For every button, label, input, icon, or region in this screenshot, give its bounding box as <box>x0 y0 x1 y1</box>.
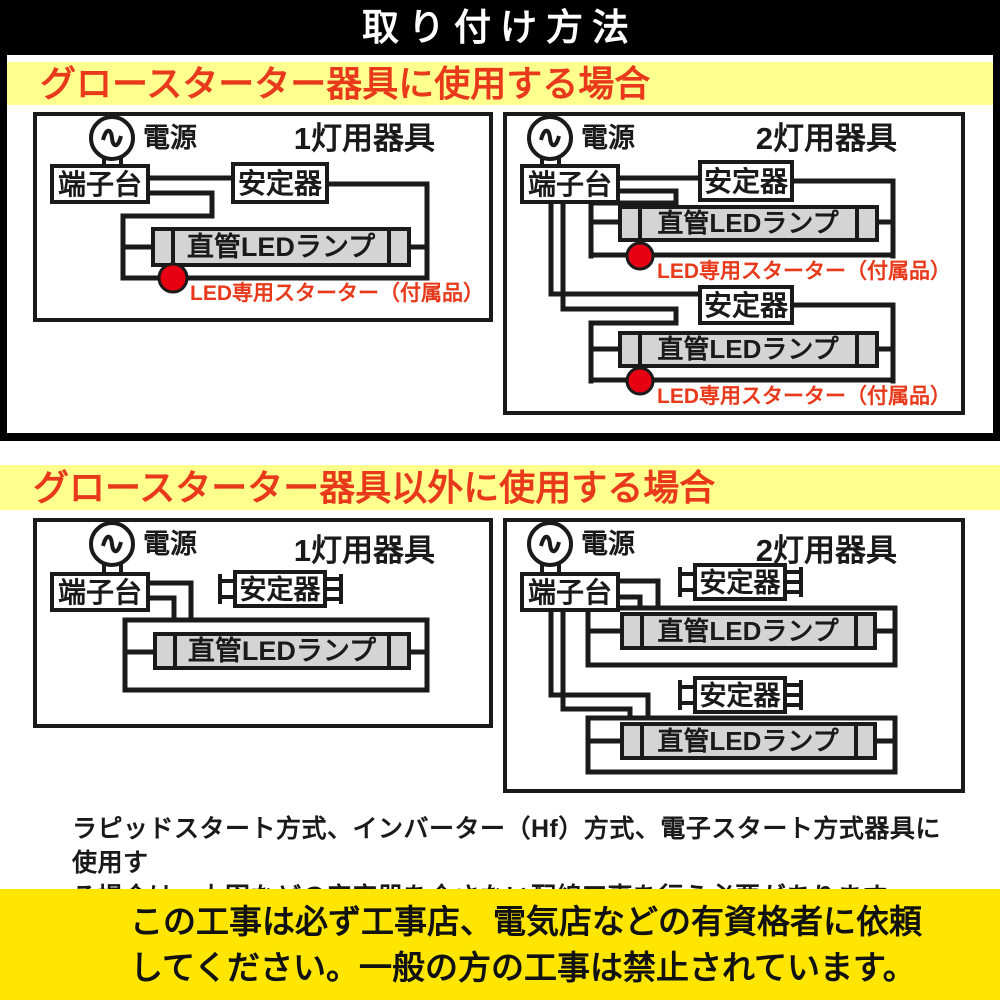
ac-wave-icon <box>539 128 561 148</box>
led-starter-dot <box>157 262 189 294</box>
warning-line1: この工事は必ず工事店、電気店などの有資格者に依頼 <box>130 903 922 940</box>
led-tube-label: 直管LEDランプ <box>188 636 377 666</box>
fixture-title: 2灯用器具 <box>756 533 897 568</box>
ballast-box-1 <box>698 160 794 202</box>
diagram-border <box>503 112 965 415</box>
ballast-label-2: 安定器 <box>700 680 782 711</box>
fixture-title: 2灯用器具 <box>756 121 897 156</box>
power-label: 電源 <box>581 529 635 559</box>
led-tube <box>153 632 411 670</box>
terminal-block-box <box>50 572 150 612</box>
terminal-block-box <box>50 164 150 204</box>
diagram-glow-2lamp: 端子台 安定器 直管LEDランプ LED専用スターター（付属品） 安定器 直管L… <box>503 112 965 415</box>
ballast-box <box>231 162 329 204</box>
cut-wire-stubs <box>678 567 803 710</box>
diagram-glow-1lamp: 端子台 安定器 直管LEDランプ LED専用スターター（付属品） 電源 1灯用器… <box>33 112 493 322</box>
ballast-box <box>233 570 327 608</box>
fixture-title: 1灯用器具 <box>294 121 435 156</box>
ballast-box-2 <box>698 285 794 325</box>
led-tube-2 <box>620 722 877 760</box>
diagram-nonglow-1lamp: 端子台 安定器 直管LEDランプ 電源 1灯用器具 <box>33 518 493 728</box>
ballast-box-1 <box>693 563 787 601</box>
ballast-label: 安定器 <box>240 574 322 605</box>
ballast-box-2 <box>693 676 787 714</box>
power-label: 電源 <box>143 529 197 559</box>
led-tube-label: 直管LEDランプ <box>187 232 376 262</box>
led-tube-2 <box>618 331 879 368</box>
cut-wire-stubs <box>218 574 343 604</box>
warning-text: この工事は必ず工事店、電気店などの有資格者に依頼 してください。一般の方の工事は… <box>130 899 922 991</box>
terminal-block-label: 端子台 <box>528 576 612 608</box>
terminal-block-label: 端子台 <box>58 576 142 608</box>
page-title: 取り付け方法 <box>362 7 638 48</box>
warning-line2: してください。一般の方の工事は禁止されています。 <box>130 949 916 986</box>
ballast-label: 安定器 <box>238 167 323 199</box>
ac-wave-icon <box>101 534 123 554</box>
ballast-label: 安定器 <box>704 165 789 197</box>
led-starter-note-1: LED専用スターター（付属品） <box>657 259 951 283</box>
diagram-border <box>33 518 493 728</box>
wires <box>540 561 898 775</box>
power-label: 電源 <box>143 123 197 153</box>
fixture-title: 1灯用器具 <box>294 533 435 568</box>
ac-wave-icon <box>539 534 561 554</box>
led-tube-1 <box>620 612 877 650</box>
ballast-label: 安定器 <box>700 567 782 598</box>
ac-wave-icon <box>101 128 123 148</box>
terminal-block-box <box>520 164 620 204</box>
terminal-block-box <box>520 572 620 612</box>
led-starter-note: LED専用スターター（付属品） <box>190 281 484 305</box>
qualified-work-warning: この工事は必ず工事店、電気店などの有資格者に依頼 してください。一般の方の工事は… <box>0 889 1000 1000</box>
section-nonglow-heading: グロースターター器具以外に使用する場合 <box>0 465 1000 510</box>
led-starter-dot-2 <box>625 366 655 396</box>
led-tube-label-2: 直管LEDランプ <box>657 726 839 756</box>
led-tube-label: 直管LEDランプ <box>657 208 839 238</box>
power-label: 電源 <box>581 123 635 153</box>
led-starter-dot-1 <box>625 241 655 271</box>
section-glow-heading: グロースターター器具に使用する場合 <box>7 62 993 105</box>
wiring-note-line1: ラピッドスタート方式、インバーター（Hf）方式、電子スタート方式器具に使用す <box>72 815 941 877</box>
diagram-border <box>33 112 493 322</box>
led-tube-label: 直管LEDランプ <box>657 616 839 646</box>
diagram-border <box>503 518 965 793</box>
diagram-nonglow-2lamp: 端子台 安定器 直管LEDランプ 安定器 直管LEDランプ 電源 2灯用器具 <box>503 518 965 793</box>
led-tube <box>151 227 411 267</box>
terminal-block-label: 端子台 <box>528 168 612 200</box>
led-starter-note-2: LED専用スターター（付属品） <box>657 384 951 408</box>
ballast-label-2: 安定器 <box>704 289 789 321</box>
led-tube-label-2: 直管LEDランプ <box>657 334 839 364</box>
terminal-block-label: 端子台 <box>58 168 142 200</box>
led-tube-1 <box>618 205 879 242</box>
